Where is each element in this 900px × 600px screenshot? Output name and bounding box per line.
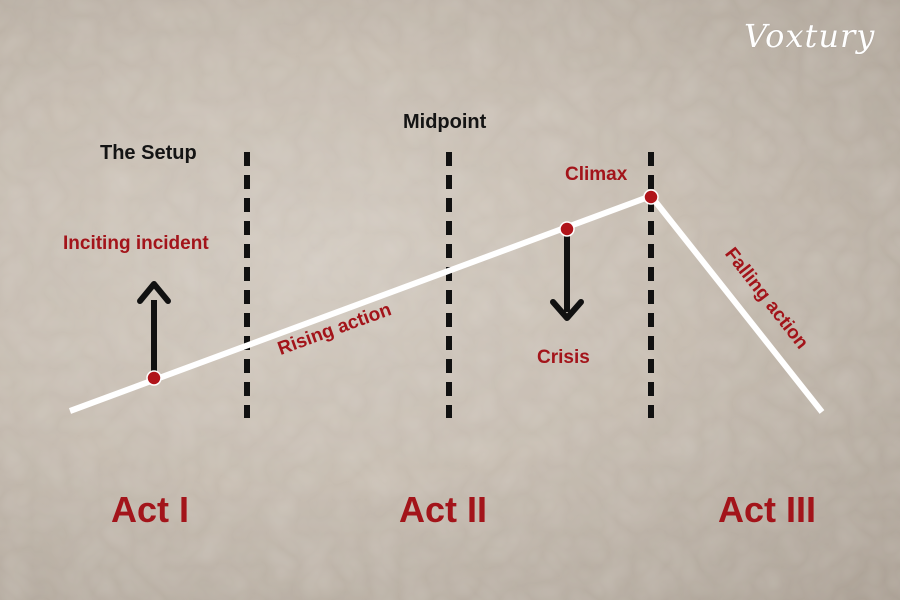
down-arrow-icon bbox=[550, 299, 584, 321]
climax-label: Climax bbox=[565, 164, 628, 185]
brand-logo: Voxtury bbox=[744, 17, 876, 55]
act-2-heading: Act II bbox=[398, 489, 488, 530]
crisis-marker bbox=[559, 221, 575, 237]
midpoint-label: Midpoint bbox=[403, 111, 487, 133]
up-arrow-icon bbox=[137, 281, 171, 304]
crisis-label: Crisis bbox=[537, 347, 590, 368]
setup-label: The Setup bbox=[100, 142, 197, 164]
climax-marker bbox=[643, 189, 659, 205]
act-1-heading: Act I bbox=[110, 489, 190, 530]
inciting-incident-label: Inciting incident bbox=[63, 233, 209, 254]
act-3-heading: Act III bbox=[717, 489, 817, 530]
inciting-incident-marker bbox=[146, 370, 162, 386]
